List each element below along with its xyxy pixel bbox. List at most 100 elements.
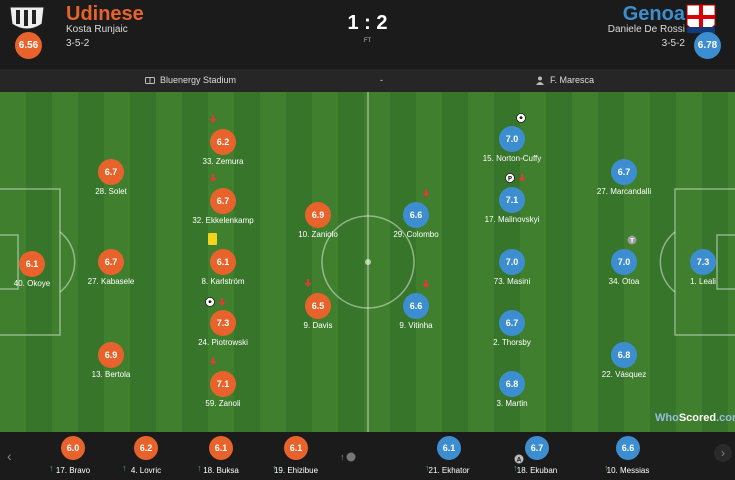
player-name: 29. Colombo — [393, 230, 439, 239]
green-up-arrow-icon: ↑ — [340, 452, 345, 462]
udinese-crest-icon — [9, 6, 45, 30]
player-away-colombo[interactable]: 6.6 29. Colombo — [376, 189, 456, 252]
assist-icon — [346, 452, 356, 462]
player-rating: 7.0 — [499, 249, 525, 275]
sub-rating: 6.1 — [284, 436, 308, 460]
player-rating: 6.9 — [305, 202, 331, 228]
sub-rating: 6.0 — [61, 436, 85, 460]
player-name: 17. Malinovskyi — [484, 215, 540, 224]
watermark-who: Who — [655, 412, 679, 424]
next-chevron-icon[interactable]: › — [714, 444, 732, 462]
green-up-arrow-icon: ↑ — [272, 463, 277, 473]
football-icon — [516, 113, 526, 123]
green-up-arrow-icon: ↑ — [49, 463, 54, 473]
genoa-crest-icon — [686, 4, 716, 33]
player-home-okoye[interactable]: 6.1 40. Okoye — [0, 251, 72, 301]
info-separator: - — [380, 75, 383, 85]
player-home-zemura[interactable]: 6.2 33. Zemura — [183, 115, 263, 179]
home-team-name[interactable]: Udinese — [66, 3, 144, 25]
red-down-arrow-icon — [422, 280, 430, 288]
sub-name: 19. Ehizibue — [273, 466, 319, 475]
player-away-malinovskyi[interactable]: 7.1 17. Malinovskyi P — [472, 173, 552, 237]
player-away-martin[interactable]: 6.8 3. Martin — [472, 371, 552, 421]
player-rating: 6.6 — [403, 202, 429, 228]
player-away-masini[interactable]: 7.0 73. Masini — [472, 249, 552, 299]
player-away-vitinha[interactable]: 6.6 9. Vitinha — [376, 280, 456, 343]
home-team-rating: 6.56 — [15, 32, 42, 59]
player-away-norton-cuffy[interactable]: 7.0 15. Norton-Cuffy — [472, 113, 552, 176]
sub-home-ehizibue[interactable]: 6.1 ↑ 19. Ehizibue — [258, 436, 334, 480]
referee-name: F. Maresca — [550, 75, 595, 85]
player-rating: 6.7 — [611, 159, 637, 185]
player-name: 8. Karlström — [201, 277, 245, 286]
player-home-piotrowski[interactable]: 7.3 24. Piotrowski — [183, 297, 263, 360]
player-rating: 7.1 — [499, 187, 525, 213]
sub-name: 17. Bravo — [55, 466, 91, 475]
pitch: 6.1 40. Okoye 6.7 28. Solet 6.7 27. Kaba… — [0, 92, 735, 432]
sub-away-ekhator[interactable]: 6.1 ↑ 21. Ekhator — [411, 436, 487, 480]
sub-rating: 6.7 — [525, 436, 549, 460]
player-name: 27. Kabasele — [87, 277, 135, 286]
player-away-otoa[interactable]: 7.0 34. Otoa T — [584, 235, 664, 299]
sub-away-messias[interactable]: 6.6 ↑ 10. Messias — [590, 436, 666, 480]
player-away-vasquez[interactable]: 6.8 22. Vásquez — [584, 342, 664, 392]
watermark-com: .com — [716, 412, 735, 424]
previous-chevron-icon[interactable]: ‹ — [7, 448, 12, 464]
player-name: 9. Davis — [303, 321, 333, 330]
pitch-markings — [0, 92, 735, 432]
player-rating: 7.0 — [611, 249, 637, 275]
match-score: 1 : 2 — [347, 12, 388, 34]
player-name: 1. Leali — [690, 277, 716, 286]
player-home-bertola[interactable]: 6.9 13. Bertola — [71, 342, 151, 392]
player-name: 3. Martin — [496, 399, 528, 408]
player-home-ekkelenkamp[interactable]: 6.7 32. Ekkelenkamp — [183, 174, 263, 238]
home-formation: 3-5-2 — [66, 38, 90, 49]
player-rating: 7.1 — [210, 371, 236, 397]
player-rating: 6.5 — [305, 293, 331, 319]
player-name: 59. Zanoli — [205, 399, 241, 408]
player-rating: 6.9 — [98, 342, 124, 368]
player-name: 10. Zaniolo — [298, 230, 338, 239]
player-away-thorsby[interactable]: 6.7 2. Thorsby — [472, 310, 552, 360]
red-down-arrow-icon — [422, 189, 430, 197]
sub-home-bravo[interactable]: 6.0 ↑ 17. Bravo — [35, 436, 111, 480]
player-name: 40. Okoye — [13, 279, 51, 288]
player-away-leali[interactable]: 7.3 1. Leali — [663, 249, 735, 299]
grey-badge-icon: T — [627, 235, 637, 245]
player-home-davis[interactable]: 6.5 9. Davis — [278, 279, 358, 343]
substitutes-bar: ‹ 6.0 ↑ 17. Bravo 6.2 ↑ 4. Lovric 6.1 ↑ … — [0, 432, 735, 480]
player-home-zanoli[interactable]: 7.1 59. Zanoli — [183, 357, 263, 421]
player-rating: 7.3 — [210, 310, 236, 336]
player-name: 13. Bertola — [91, 370, 131, 379]
player-name: 32. Ekkelenkamp — [192, 216, 254, 225]
red-down-arrow-icon — [209, 357, 217, 365]
sub-away-ekuban[interactable]: 6.7 ↑ A 18. Ekuban — [499, 436, 575, 480]
svg-text:T: T — [630, 238, 635, 245]
away-team-name[interactable]: Genoa — [622, 3, 685, 25]
player-rating: 6.8 — [499, 371, 525, 397]
player-away-marcandalli[interactable]: 6.7 27. Marcandalli — [584, 159, 664, 209]
player-name: 73. Masini — [493, 277, 531, 286]
player-rating: 6.7 — [499, 310, 525, 336]
away-formation: 3-5-2 — [661, 38, 685, 49]
player-home-karlstrom[interactable]: 6.1 8. Karlström — [183, 233, 263, 299]
sub-rating: 6.1 — [209, 436, 233, 460]
sub-home-lovric[interactable]: 6.2 ↑ 4. Lovric — [108, 436, 184, 480]
sub-name: 21. Ekhator — [428, 466, 470, 475]
sub-rating: 6.1 — [437, 436, 461, 460]
green-up-arrow-icon: ↑ — [425, 463, 430, 473]
player-name: 27. Marcandalli — [596, 187, 652, 196]
match-status: FT — [363, 38, 372, 44]
player-home-kabasele[interactable]: 6.7 27. Kabasele — [71, 249, 151, 299]
player-name: 24. Piotrowski — [198, 338, 248, 347]
player-name: 22. Vásquez — [601, 370, 647, 379]
stadium-icon — [145, 76, 155, 84]
player-name: 9. Vitinha — [399, 321, 433, 330]
player-rating: 6.6 — [403, 293, 429, 319]
player-home-solet[interactable]: 6.7 28. Solet — [71, 159, 151, 209]
sub-home-buksa[interactable]: 6.1 ↑ 18. Buksa — [183, 436, 259, 480]
red-down-arrow-icon — [518, 174, 526, 182]
player-home-zaniolo[interactable]: 6.9 10. Zaniolo — [278, 202, 358, 252]
player-rating: 6.1 — [210, 249, 236, 275]
match-info-bar: Bluenergy Stadium - F. Maresca — [0, 69, 735, 92]
